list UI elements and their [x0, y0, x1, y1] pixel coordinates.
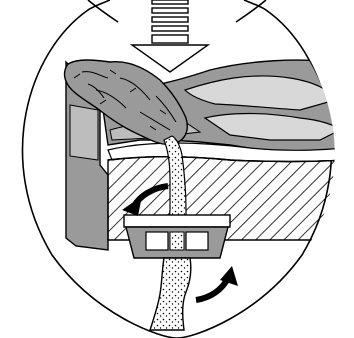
- output-stream: [150, 258, 191, 330]
- down-arrow-icon: [132, 0, 208, 72]
- curved-arrow-up-icon: [196, 266, 238, 300]
- screen-box: [124, 215, 230, 258]
